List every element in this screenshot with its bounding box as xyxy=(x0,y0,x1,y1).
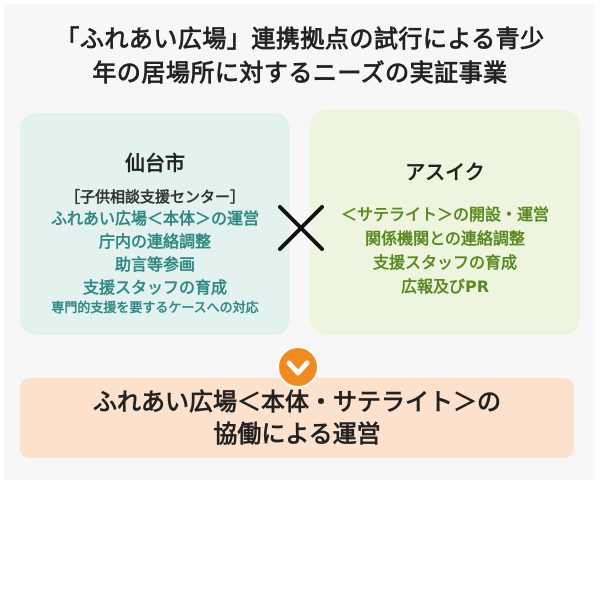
asuiku-role-item: 広報及びPR xyxy=(400,277,490,296)
sendai-role-item: ふれあい広場＜本体＞の運営 xyxy=(50,209,259,228)
title-line-1: 「ふれあい広場」連携拠点の試行による青少 xyxy=(55,25,545,53)
sendai-role-item: 助言等参画 xyxy=(114,255,195,274)
asuiku-role-item: 支援スタッフの育成 xyxy=(372,253,517,272)
collaboration-result-box: ふれあい広場＜本体・サテライト＞の 協働による運営 xyxy=(20,378,574,458)
asuiku-role-item: ＜サテライト＞の開設・運営 xyxy=(340,205,549,224)
child-support-center-label: ［子供相談支援センター］ xyxy=(64,188,245,206)
asuiku-role-list: ＜サテライト＞の開設・運営 関係機関との連絡調整 支援スタッフの育成 広報及びP… xyxy=(310,203,580,299)
diagram-title: 「ふれあい広場」連携拠点の試行による青少 年の居場所に対するニーズの実証事業 xyxy=(0,22,600,90)
cross-icon xyxy=(278,205,324,251)
result-line-1: ふれあい広場＜本体・サテライト＞の xyxy=(93,388,501,416)
result-line-2: 協働による運営 xyxy=(213,420,381,448)
asuiku-name: アスイク xyxy=(405,160,485,184)
asuiku-role-item: 関係機関との連絡調整 xyxy=(365,229,525,248)
sendai-city-name: 仙台市 xyxy=(125,151,185,175)
sendai-role-item: 庁内の連絡調整 xyxy=(98,232,211,251)
asuiku-box: アスイク ＜サテライト＞の開設・運営 関係機関との連絡調整 支援スタッフの育成 … xyxy=(310,110,580,335)
sendai-city-role-list: ふれあい広場＜本体＞の運営 庁内の連絡調整 助言等参画 支援スタッフの育成 専門… xyxy=(20,207,290,319)
sendai-role-item: 支援スタッフの育成 xyxy=(82,278,227,297)
title-line-2: 年の居場所に対するニーズの実証事業 xyxy=(92,59,508,87)
down-arrow-icon xyxy=(277,346,319,388)
sendai-role-item: 専門的支援を要するケースへの対応 xyxy=(51,301,259,316)
sendai-city-box: 仙台市 ［子供相談支援センター］ ふれあい広場＜本体＞の運営 庁内の連絡調整 助… xyxy=(20,113,290,335)
